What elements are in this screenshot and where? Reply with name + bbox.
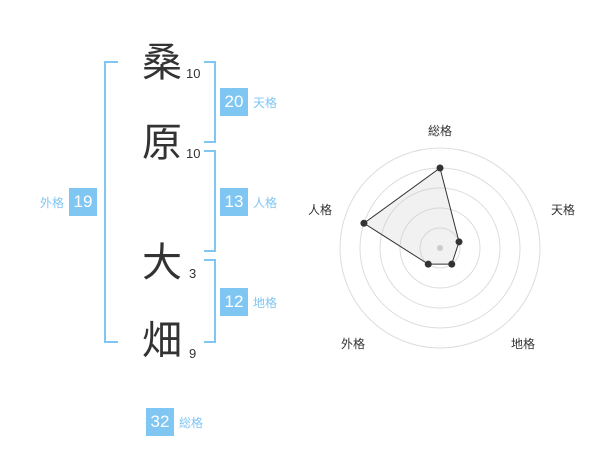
radar-ring-1 xyxy=(419,227,461,269)
radar-axis-label-jinkaku: 人格 xyxy=(308,203,333,217)
chikaku-label: 地格 xyxy=(253,295,278,310)
radar-data-polygon xyxy=(363,167,460,265)
radar-axis-label-chikaku: 地格 xyxy=(511,337,536,351)
soukaku-badge: 32 総格 xyxy=(146,408,203,436)
name-character-4: 畑 xyxy=(142,318,182,364)
stroke-count-2: 10 xyxy=(186,146,201,161)
stroke-count-3: 3 xyxy=(189,266,197,281)
radar-point-4 xyxy=(424,260,432,268)
radar-ring-2 xyxy=(399,207,481,289)
jinkaku-label: 人格 xyxy=(253,195,278,210)
radar-axis-label-soukaku: 総格 xyxy=(428,124,453,138)
name-character-1: 桑 xyxy=(142,40,182,86)
name-character-3: 大 xyxy=(142,240,182,286)
chikaku-value: 12 xyxy=(220,288,248,316)
tenkaku-value: 20 xyxy=(220,88,248,116)
gaikaku-value: 19 xyxy=(69,188,98,216)
name-character-2: 原 xyxy=(142,120,182,166)
stroke-count-1: 10 xyxy=(186,66,201,81)
radar-point-5 xyxy=(360,219,368,227)
tenkaku-label: 天格 xyxy=(253,95,278,110)
chikaku-bracket xyxy=(204,259,216,343)
radar-center-dot xyxy=(437,245,443,251)
chikaku-badge: 12 地格 xyxy=(220,288,277,316)
tenkaku-bracket xyxy=(204,61,216,143)
radar-point-3 xyxy=(448,260,456,268)
radar-ring-3 xyxy=(379,187,501,309)
soukaku-value: 32 xyxy=(146,408,174,436)
jinkaku-bracket xyxy=(204,150,216,252)
radar-point-2 xyxy=(455,238,463,246)
jinkaku-value: 13 xyxy=(220,188,248,216)
jinkaku-badge: 13 人格 xyxy=(220,188,277,216)
gaikaku-label: 外格 xyxy=(40,195,65,210)
soukaku-label: 総格 xyxy=(179,415,204,430)
fortune-radar-chart xyxy=(339,147,541,349)
radar-ring-5 xyxy=(339,147,541,349)
gaikaku-badge: 外格 19 xyxy=(40,188,98,216)
radar-axis-label-gaikaku: 外格 xyxy=(341,337,366,351)
stroke-count-4: 9 xyxy=(189,346,197,361)
radar-point-1 xyxy=(436,164,444,172)
radar-axis-label-tenkaku: 天格 xyxy=(551,203,576,217)
tenkaku-badge: 20 天格 xyxy=(220,88,277,116)
gaikaku-bracket xyxy=(104,61,118,343)
